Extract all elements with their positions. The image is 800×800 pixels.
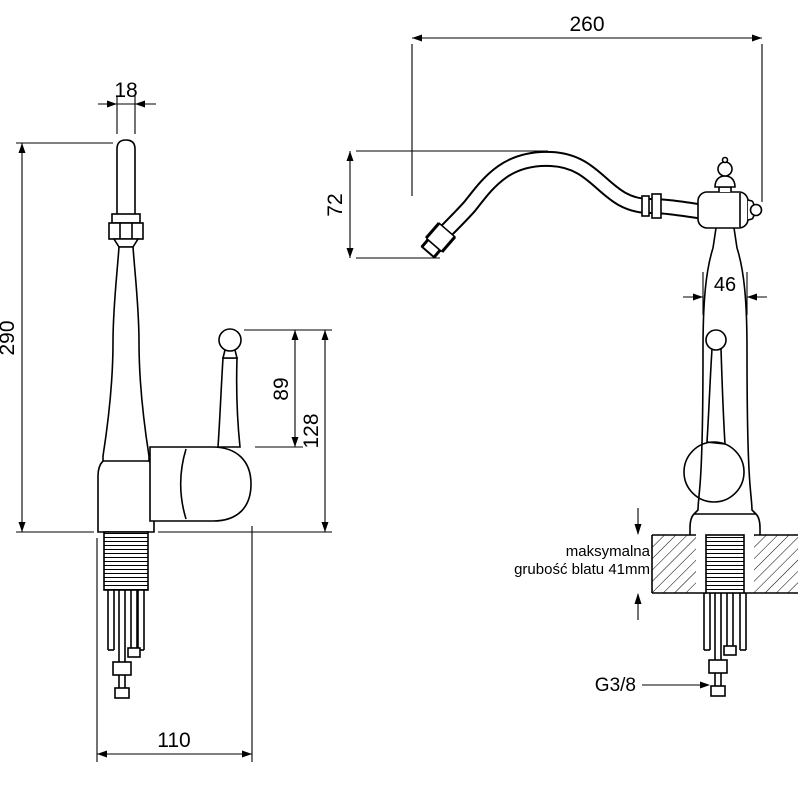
side-handle-pivot	[683, 441, 745, 503]
side-dimensions: 260 72 46 maksymalna grubość blatu 41mm	[324, 13, 767, 696]
front-handle-knob	[218, 328, 242, 352]
dim-label-spout-reach: 260	[569, 13, 604, 36]
counter-note-line1: maksymalna	[566, 543, 651, 560]
side-body	[689, 247, 714, 535]
side-view: 260 72 46 maksymalna grubość blatu 41mm	[324, 13, 798, 697]
side-faucet-outline	[420, 150, 763, 536]
side-spout-joint	[641, 195, 650, 217]
front-view: 18 290 89 128 110	[0, 79, 332, 762]
front-handle-housing	[149, 446, 252, 522]
side-counter-slab	[651, 534, 798, 594]
front-body	[97, 246, 155, 533]
side-handle-knob	[705, 329, 727, 351]
front-threaded-stem	[103, 531, 149, 591]
thread-size-label: G3/8	[595, 675, 636, 696]
front-mounting-hardware	[107, 590, 145, 699]
dim-label-spout-drop: 72	[324, 193, 347, 216]
side-handle-stem	[706, 348, 726, 445]
dim-label-body-width: 46	[714, 274, 736, 296]
front-spout-riser	[116, 139, 136, 214]
counter-note-line2: grubość blatu 41mm	[514, 561, 650, 578]
side-threaded-stem	[705, 534, 745, 594]
front-faucet-outline	[97, 139, 252, 699]
front-handle-stem	[217, 357, 241, 448]
dim-label-total-height: 290	[0, 320, 19, 355]
dim-label-spout-width: 18	[114, 79, 137, 102]
side-finial	[714, 175, 736, 188]
dim-label-handle-height: 89	[270, 377, 293, 400]
side-mounting-hardware	[703, 593, 747, 697]
front-spout-collar	[111, 213, 141, 224]
front-aerator-nut	[108, 222, 144, 240]
dim-label-handle-overall: 128	[300, 413, 323, 448]
dim-label-base-width: 110	[157, 729, 190, 752]
front-dimensions: 18 290 89 128 110	[0, 79, 332, 762]
